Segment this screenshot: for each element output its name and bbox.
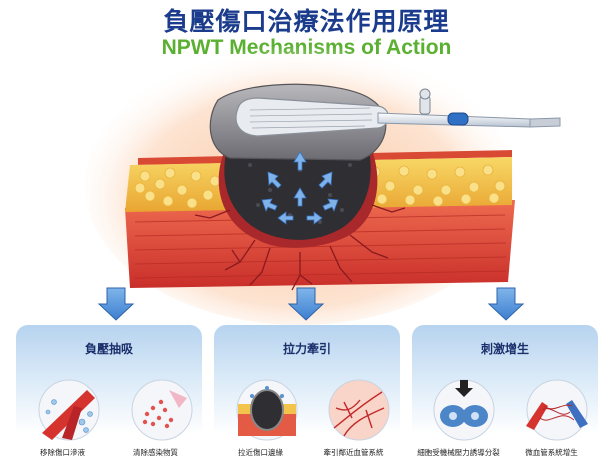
suction-arrows: [261, 151, 339, 225]
wound-edge-approximation-image: [236, 379, 298, 441]
flow-arrows: [98, 287, 524, 321]
panel-title: 刺激增生: [480, 342, 529, 356]
panel-caption: 微血管系統增生: [525, 448, 578, 457]
panel-caption: 細胞受機械壓力誘導分裂: [417, 448, 500, 457]
infection-removal-image: [131, 379, 193, 441]
panel-title: 拉力牽引: [282, 342, 331, 356]
capillary-proliferation-image: [526, 379, 588, 441]
tube-clamp: [447, 112, 469, 126]
panel-caption: 清除感染物質: [133, 448, 178, 457]
exudate-removal-image: [38, 379, 100, 441]
panel-title: 負壓抽吸: [84, 342, 133, 356]
blood-vessels: [194, 204, 406, 291]
panel-caption: 移除傷口滲液: [40, 448, 85, 457]
panel-caption: 牽引鄰近血管系統: [323, 448, 384, 457]
panel-caption: 拉近傷口邊緣: [238, 448, 283, 457]
vascular-traction-image: [328, 379, 390, 441]
title-chinese: 負壓傷口治療法作用原理: [163, 7, 450, 36]
cell-division-image: [433, 379, 495, 441]
